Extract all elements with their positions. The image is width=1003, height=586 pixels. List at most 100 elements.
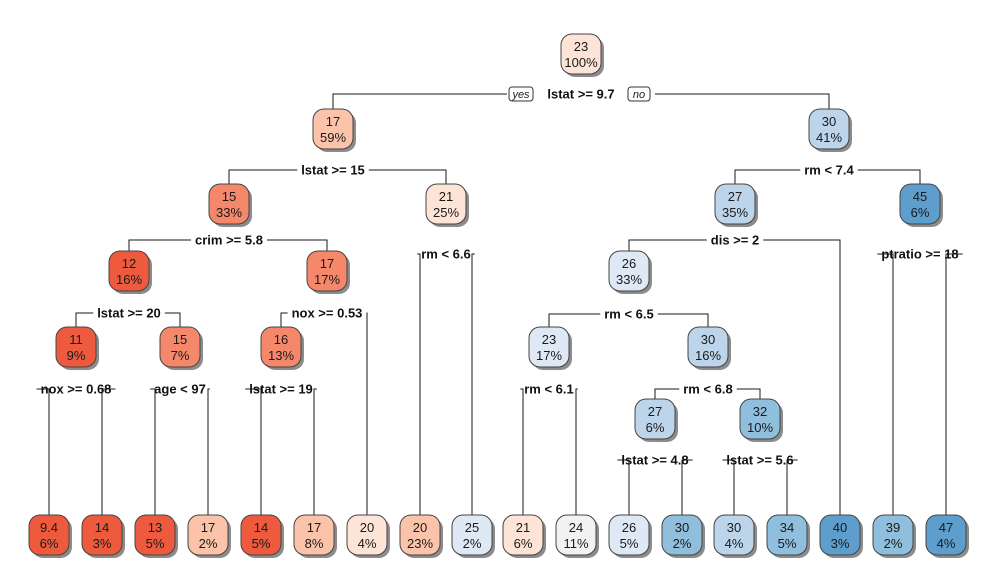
node-box — [399, 514, 441, 556]
node-value: 14 — [95, 520, 109, 535]
edge-n3-n8 — [266, 239, 328, 251]
node-percent: 2% — [463, 536, 482, 551]
node-value: 9.4 — [40, 520, 58, 535]
leaf-node-L3: 135% — [134, 514, 178, 558]
node-box — [346, 514, 388, 556]
node-value: 17 — [320, 256, 334, 271]
split-label-n15: lstat >= 4.8 — [621, 453, 688, 468]
node-n6: 456% — [899, 183, 943, 227]
node-value: 45 — [913, 189, 927, 204]
node-value: 40 — [833, 520, 847, 535]
edge-n6-L18 — [945, 253, 963, 515]
leaf-node-L18: 474% — [925, 514, 969, 558]
node-percent: 6% — [40, 536, 59, 551]
node-box — [687, 326, 729, 368]
node-value: 20 — [360, 520, 374, 535]
split-label-n11: age < 97 — [154, 382, 206, 397]
node-percent: 23% — [407, 536, 433, 551]
node-box — [766, 514, 808, 556]
leaf-node-L6: 178% — [293, 514, 337, 558]
split-label-n1: lstat >= 15 — [301, 163, 365, 178]
node-percent: 17% — [536, 348, 562, 363]
node-percent: 5% — [146, 536, 165, 551]
node-n10: 119% — [55, 326, 99, 370]
tree-edges — [36, 93, 963, 515]
node-value: 27 — [728, 189, 742, 204]
leaf-node-L16: 403% — [819, 514, 863, 558]
node-percent: 6% — [911, 205, 930, 220]
node-box — [451, 514, 493, 556]
node-value: 23 — [574, 39, 588, 54]
node-percent: 11% — [563, 536, 588, 551]
node-box — [555, 514, 597, 556]
split-label-n13: rm < 6.1 — [524, 382, 574, 397]
node-box — [108, 250, 150, 292]
split-label-n4: rm < 6.6 — [421, 247, 471, 262]
node-box — [819, 514, 861, 556]
node-value: 21 — [439, 189, 453, 204]
edge-root-n2 — [655, 93, 830, 109]
node-percent: 10% — [747, 420, 773, 435]
node-percent: 3% — [831, 536, 850, 551]
node-value: 20 — [413, 520, 427, 535]
node-value: 30 — [727, 520, 741, 535]
node-box — [808, 108, 850, 150]
edge-n2-n6 — [857, 169, 921, 184]
node-percent: 5% — [778, 536, 797, 551]
node-box — [713, 514, 755, 556]
node-value: 23 — [542, 332, 556, 347]
node-percent: 41% — [816, 130, 842, 145]
edge-n9-n13 — [548, 313, 601, 327]
node-percent: 4% — [937, 536, 956, 551]
node-percent: 2% — [673, 536, 692, 551]
node-box — [187, 514, 229, 556]
leaf-node-L14: 304% — [713, 514, 757, 558]
split-label-n3: crim >= 5.8 — [195, 233, 263, 248]
leaf-node-L12: 265% — [608, 514, 652, 558]
edge-n11-L4 — [207, 388, 210, 515]
split-label-n10: nox >= 0.68 — [41, 382, 112, 397]
edge-n14-n16 — [736, 388, 761, 399]
node-box — [306, 250, 348, 292]
node-percent: 2% — [199, 536, 218, 551]
node-percent: 59% — [320, 130, 346, 145]
split-label-root: lstat >= 9.7 — [547, 87, 614, 102]
edge-n4-L9 — [471, 253, 475, 515]
node-box — [55, 326, 97, 368]
node-box — [634, 398, 676, 440]
node-value: 12 — [122, 256, 136, 271]
node-value: 15 — [222, 189, 236, 204]
node-value: 30 — [701, 332, 715, 347]
node-value: 13 — [148, 520, 162, 535]
edge-root-n1 — [332, 93, 507, 109]
leaf-node-L13: 302% — [661, 514, 705, 558]
node-box — [560, 33, 602, 75]
node-box — [608, 514, 650, 556]
node-box — [925, 514, 967, 556]
node-n15: 276% — [634, 398, 678, 442]
node-value: 26 — [622, 520, 636, 535]
leaf-node-L7: 204% — [346, 514, 390, 558]
leaf-node-L5: 145% — [240, 514, 284, 558]
edge-n11-L3 — [150, 388, 156, 515]
node-box — [425, 183, 467, 225]
node-value: 39 — [886, 520, 900, 535]
leaf-node-L15: 345% — [766, 514, 810, 558]
node-box — [502, 514, 544, 556]
node-value: 15 — [173, 332, 187, 347]
split-label-n8: nox >= 0.53 — [292, 306, 363, 321]
split-label-n14: rm < 6.8 — [683, 382, 733, 397]
node-box — [28, 514, 70, 556]
edge-n3-n7 — [128, 239, 192, 251]
edge-n5-L16 — [763, 239, 841, 515]
node-percent: 25% — [433, 205, 459, 220]
